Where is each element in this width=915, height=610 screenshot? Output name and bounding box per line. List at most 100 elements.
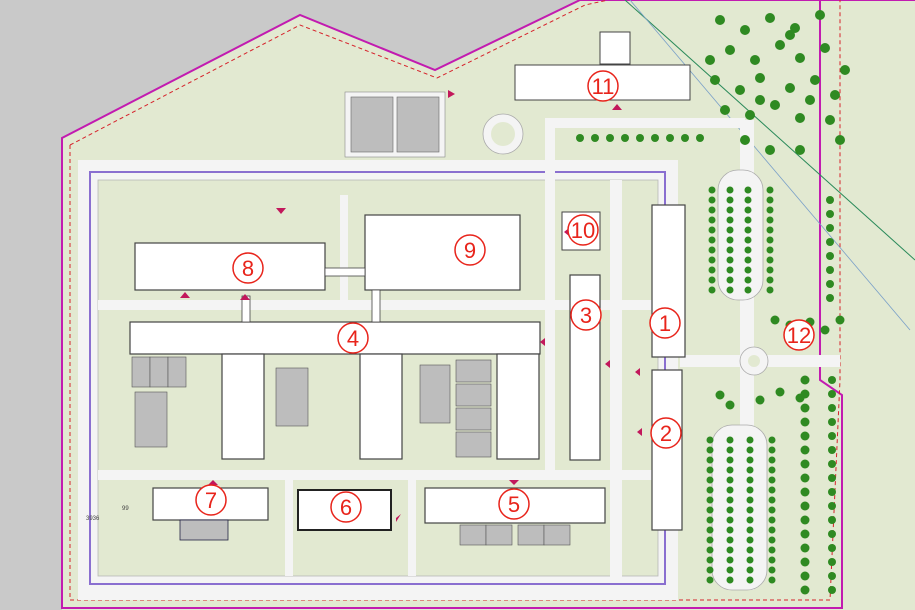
tree — [800, 417, 810, 427]
tree — [826, 224, 834, 232]
tree — [770, 315, 780, 325]
tree — [726, 536, 734, 544]
tree — [828, 390, 836, 398]
tree — [708, 186, 716, 194]
label-7: 7 — [195, 484, 227, 516]
tree — [826, 266, 834, 274]
turnaround-center — [491, 122, 515, 146]
tree — [828, 572, 836, 580]
building-8-link — [324, 267, 366, 277]
tree — [681, 134, 689, 142]
tree — [755, 395, 765, 405]
tree — [768, 476, 776, 484]
tree — [708, 206, 716, 214]
tree — [800, 375, 810, 385]
road — [545, 180, 555, 470]
tree — [800, 529, 810, 539]
tree — [726, 546, 734, 554]
tree — [770, 100, 780, 110]
tree — [706, 456, 714, 464]
parking-lot — [717, 169, 764, 301]
entrance-markers — [180, 90, 642, 522]
north-road — [545, 118, 745, 128]
utility-line-2 — [629, 0, 911, 331]
tree — [800, 543, 810, 553]
tree — [726, 206, 734, 214]
tree — [746, 506, 754, 514]
tree — [800, 459, 810, 469]
existing-building — [396, 96, 440, 153]
tree — [768, 526, 776, 534]
tree — [576, 134, 584, 142]
tree — [744, 266, 752, 274]
tree — [706, 536, 714, 544]
tree — [744, 206, 752, 214]
tree — [746, 526, 754, 534]
tree — [726, 186, 734, 194]
svg-text:8: 8 — [242, 256, 254, 281]
tree — [768, 516, 776, 524]
tree — [591, 134, 599, 142]
road — [408, 480, 416, 576]
tree — [775, 387, 785, 397]
tree — [746, 466, 754, 474]
tree — [815, 10, 825, 20]
tree — [828, 488, 836, 496]
building-2 — [651, 369, 683, 531]
tree — [755, 73, 765, 83]
building-labels: 11 10 9 8 4 3 1 12 — [195, 70, 815, 523]
tree — [800, 515, 810, 525]
tree — [746, 436, 754, 444]
tree — [744, 186, 752, 194]
svg-text:5: 5 — [508, 492, 520, 517]
mark-a: 3936 — [86, 516, 100, 522]
svg-text:3: 3 — [580, 303, 592, 328]
tree — [795, 145, 805, 155]
tree — [768, 486, 776, 494]
svg-text:7: 7 — [205, 488, 217, 513]
tree — [785, 83, 795, 93]
tree — [746, 556, 754, 564]
building-4 — [129, 321, 541, 460]
tree — [746, 486, 754, 494]
tree — [744, 216, 752, 224]
tree — [768, 536, 776, 544]
tree — [800, 585, 810, 595]
svg-text:1: 1 — [659, 311, 671, 336]
label-1: 1 — [649, 307, 681, 339]
tree — [828, 460, 836, 468]
site-boundary — [61, 0, 915, 609]
tree — [768, 466, 776, 474]
tree — [766, 226, 774, 234]
tree — [726, 476, 734, 484]
tree — [636, 134, 644, 142]
tree — [766, 216, 774, 224]
tree — [621, 134, 629, 142]
tree — [726, 466, 734, 474]
tree — [726, 276, 734, 284]
label-12: 12 — [783, 319, 815, 351]
tree — [696, 134, 704, 142]
tree — [746, 496, 754, 504]
tree — [828, 586, 836, 594]
tree — [746, 546, 754, 554]
tree — [768, 446, 776, 454]
tree — [726, 266, 734, 274]
tree — [768, 456, 776, 464]
tree — [708, 246, 716, 254]
tree — [744, 226, 752, 234]
road — [285, 480, 293, 576]
tree — [726, 556, 734, 564]
tree — [800, 501, 810, 511]
svg-text:12: 12 — [787, 323, 811, 348]
existing-building — [350, 96, 394, 153]
tree — [828, 446, 836, 454]
tree — [726, 286, 734, 294]
tree — [825, 115, 835, 125]
tree — [726, 226, 734, 234]
tree — [710, 75, 720, 85]
tree — [726, 576, 734, 584]
tree — [768, 506, 776, 514]
tree — [726, 256, 734, 264]
